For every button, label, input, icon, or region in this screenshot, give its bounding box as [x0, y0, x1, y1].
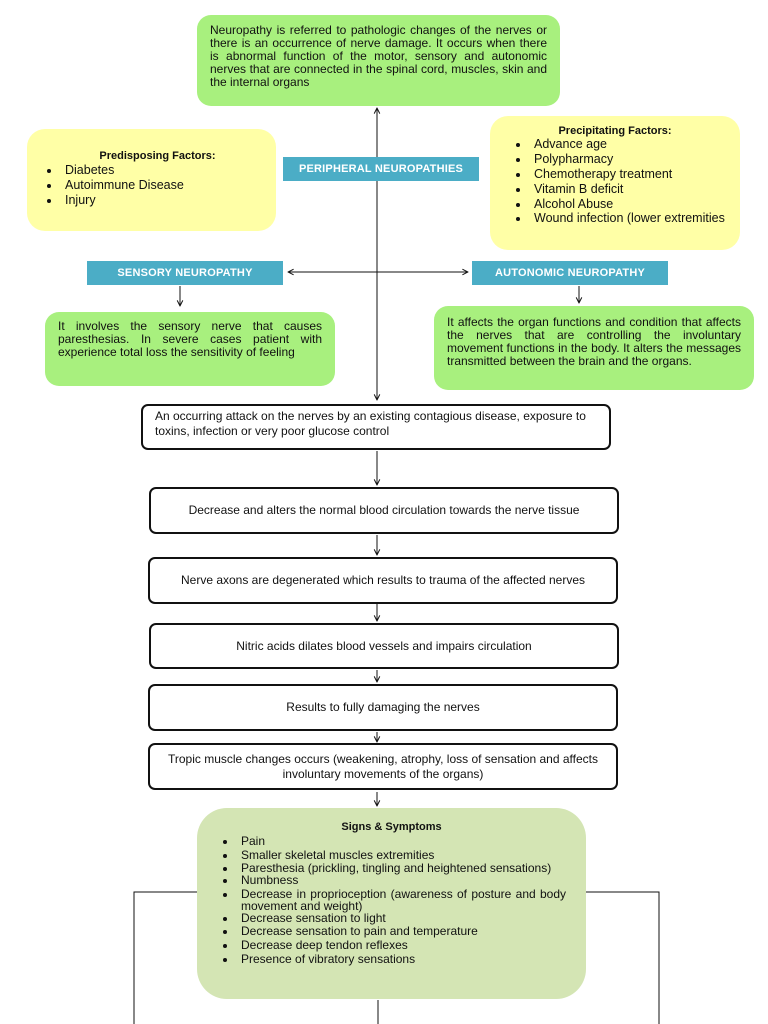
- process-step-text: An occurring attack on the nerves by an …: [155, 409, 586, 438]
- list-item: Alcohol Abuse: [530, 197, 730, 212]
- process-step-text: Nitric acids dilates blood vessels and i…: [236, 638, 532, 653]
- list-item: Vitamin B deficit: [530, 182, 730, 197]
- list-item: Smaller skeletal muscles extremities: [237, 848, 566, 863]
- list-item: Pain: [237, 834, 566, 849]
- autonomic-description-text: It affects the organ functions and condi…: [447, 315, 741, 368]
- process-step-text: Tropic muscle changes occurs (weakening,…: [167, 751, 598, 781]
- list-item: Paresthesia (prickling, tingling and hei…: [237, 862, 566, 874]
- definition-text: Neuropathy is referred to pathologic cha…: [210, 23, 547, 89]
- list-item: Wound infection (lower extremities: [530, 212, 730, 225]
- process-step-3: Nerve axons are degenerated which result…: [148, 557, 618, 604]
- list-item: Polypharmacy: [530, 152, 730, 167]
- list-item: Advance age: [530, 137, 730, 152]
- right-branch-line: [585, 891, 660, 1024]
- sensory-neuropathy-label: SENSORY NEUROPATHY: [87, 261, 283, 285]
- list-item: Decrease sensation to pain and temperatu…: [237, 925, 566, 939]
- precipitating-factors-box: Precipitating Factors: Advance age Polyp…: [490, 116, 740, 250]
- predisposing-title: Predisposing Factors:: [99, 150, 216, 162]
- process-step-4: Nitric acids dilates blood vessels and i…: [149, 623, 619, 669]
- sensory-description-box: It involves the sensory nerve that cause…: [45, 312, 335, 386]
- list-item: Injury: [61, 193, 266, 208]
- process-step-text: Decrease and alters the normal blood cir…: [188, 503, 580, 517]
- left-branch-line: [133, 891, 197, 1024]
- process-step-1: An occurring attack on the nerves by an …: [141, 404, 611, 450]
- process-step-text: Results to fully damaging the nerves: [286, 700, 480, 714]
- precipitating-title: Precipitating Factors:: [558, 125, 672, 137]
- list-item: Decrease sensation to light: [237, 911, 566, 926]
- peripheral-neuropathies-label: PERIPHERAL NEUROPATHIES: [283, 157, 479, 181]
- autonomic-description-box: It affects the organ functions and condi…: [434, 306, 754, 390]
- process-step-2: Decrease and alters the normal blood cir…: [149, 487, 619, 534]
- autonomic-neuropathy-label: AUTONOMIC NEUROPATHY: [472, 261, 668, 285]
- list-item: Decrease in proprioception (awareness of…: [237, 888, 566, 912]
- predisposing-factors-box: Predisposing Factors: Diabetes Autoimmun…: [27, 129, 276, 231]
- definition-box: Neuropathy is referred to pathologic cha…: [197, 15, 560, 106]
- list-item: Presence of vibratory sensations: [237, 952, 566, 967]
- process-step-text: Nerve axons are degenerated which result…: [180, 573, 585, 587]
- process-step-6: Tropic muscle changes occurs (weakening,…: [148, 743, 618, 790]
- list-item: Chemotherapy treatment: [530, 167, 730, 182]
- predisposing-list: Diabetes Autoimmune Disease Injury: [27, 163, 266, 208]
- precipitating-list: Advance age Polypharmacy Chemotherapy tr…: [490, 137, 730, 225]
- process-step-5: Results to fully damaging the nerves: [148, 684, 618, 731]
- signs-symptoms-box: Signs & Symptoms Pain Smaller skeletal m…: [197, 808, 586, 999]
- list-item: Autoimmune Disease: [61, 178, 266, 193]
- list-item: Diabetes: [61, 163, 266, 178]
- signs-title: Signs & Symptoms: [341, 821, 442, 833]
- signs-list: Pain Smaller skeletal muscles extremitie…: [197, 834, 566, 967]
- list-item: Decrease deep tendon reflexes: [237, 938, 566, 953]
- sensory-description-text: It involves the sensory nerve that cause…: [58, 319, 322, 359]
- list-item: Numbness: [237, 874, 566, 888]
